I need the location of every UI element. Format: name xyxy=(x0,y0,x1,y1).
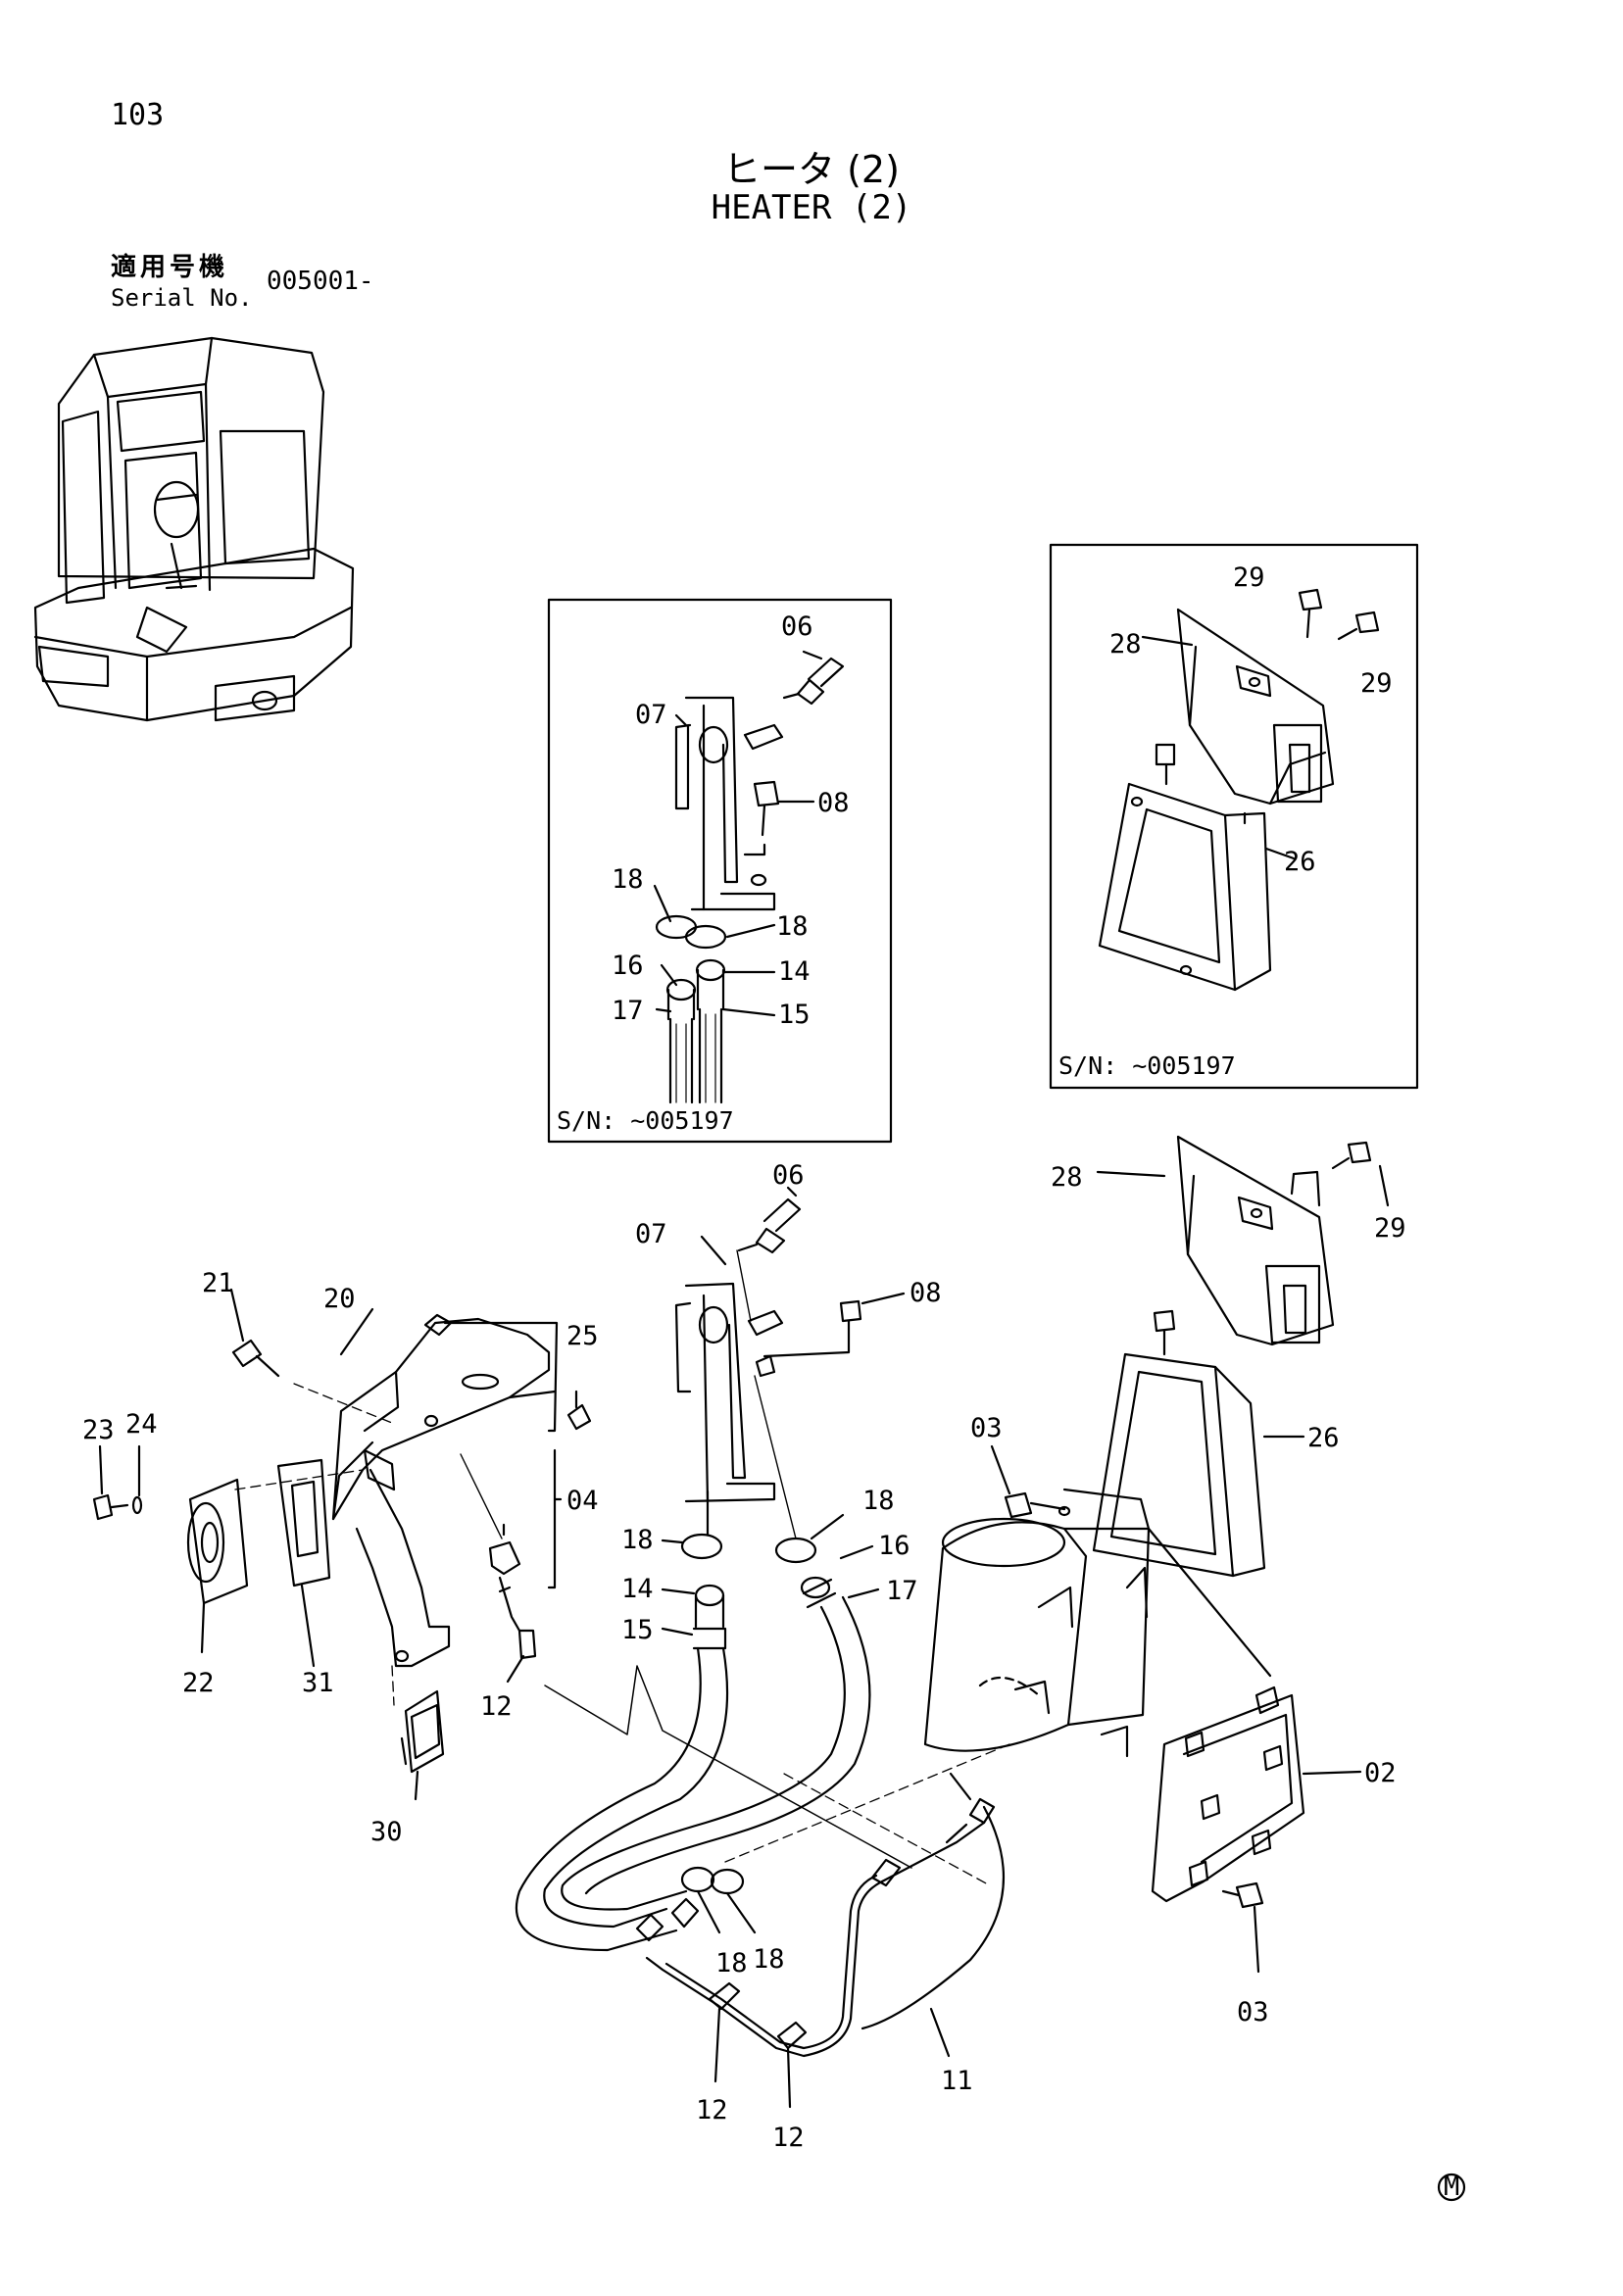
callout-30: 30 xyxy=(370,1817,403,1847)
inset-serial-note: S/N: ~005197 xyxy=(1058,1051,1236,1080)
callout-26: 26 xyxy=(1284,847,1316,877)
callout-24: 24 xyxy=(125,1409,158,1440)
callout-06: 06 xyxy=(781,611,813,642)
callout-08: 08 xyxy=(817,788,850,818)
callout-07: 07 xyxy=(635,1219,667,1249)
callout-18: 18 xyxy=(862,1486,895,1516)
callout-12: 12 xyxy=(696,2095,728,2125)
callout-22: 22 xyxy=(182,1668,215,1698)
callout-31: 31 xyxy=(302,1668,334,1698)
callout-29: 29 xyxy=(1360,668,1393,699)
callout-17: 17 xyxy=(886,1576,918,1606)
callout-12: 12 xyxy=(480,1691,513,1722)
callout-14: 14 xyxy=(778,956,811,987)
callout-08: 08 xyxy=(910,1278,942,1308)
callout-16: 16 xyxy=(612,951,644,981)
callout-28: 28 xyxy=(1051,1162,1083,1193)
serial-label-japanese: 適用号機 xyxy=(111,253,229,282)
copyright-mark: M xyxy=(1437,2172,1466,2202)
callout-29: 29 xyxy=(1233,562,1265,593)
inset-duct: 29 28 29 26 S/N: ~005197 xyxy=(1049,543,1419,1090)
callout-11: 11 xyxy=(941,2066,973,2096)
callout-20: 20 xyxy=(323,1284,356,1314)
callout-15: 15 xyxy=(778,1000,811,1030)
mark-letter: M xyxy=(1444,2172,1459,2202)
callout-15: 15 xyxy=(621,1615,654,1645)
callout-18: 18 xyxy=(715,1948,748,1978)
callout-17: 17 xyxy=(612,996,644,1026)
main-assembly: 28 29 26 02 03 xyxy=(82,1135,1406,2153)
callout-18: 18 xyxy=(621,1525,654,1555)
callout-12: 12 xyxy=(772,2123,805,2153)
callout-07: 07 xyxy=(635,700,667,730)
serial-number-value: 005001- xyxy=(267,267,374,296)
callout-04: 04 xyxy=(566,1486,599,1516)
callout-14: 14 xyxy=(621,1574,654,1604)
callout-18: 18 xyxy=(612,864,644,895)
serial-label-english: Serial No. xyxy=(111,284,253,312)
inset-frame xyxy=(547,598,893,1144)
callout-02: 02 xyxy=(1364,1758,1397,1788)
inset-frame xyxy=(1049,543,1419,1090)
page-number: 103 xyxy=(111,98,165,132)
callout-21: 21 xyxy=(202,1268,234,1298)
callout-26: 26 xyxy=(1307,1423,1340,1453)
title-japanese: ヒータ (2) xyxy=(723,148,900,191)
inset-serial-note: S/N: ~005197 xyxy=(557,1106,734,1135)
callout-06: 06 xyxy=(772,1160,805,1191)
callout-03: 03 xyxy=(1237,1997,1269,2027)
callout-23: 23 xyxy=(82,1415,115,1445)
title-english: HEATER (2) xyxy=(711,188,912,227)
callout-29: 29 xyxy=(1374,1213,1406,1244)
callout-18: 18 xyxy=(776,911,809,942)
callout-28: 28 xyxy=(1109,629,1142,659)
inset-hose-valve: 06 07 08 18 18 16 14 17 15 S/N: ~005197 xyxy=(547,598,893,1144)
callout-25: 25 xyxy=(566,1321,599,1351)
callout-03: 03 xyxy=(970,1413,1003,1443)
callout-18: 18 xyxy=(753,1944,785,1975)
cab-thumbnail xyxy=(33,336,355,722)
callout-16: 16 xyxy=(878,1531,910,1561)
